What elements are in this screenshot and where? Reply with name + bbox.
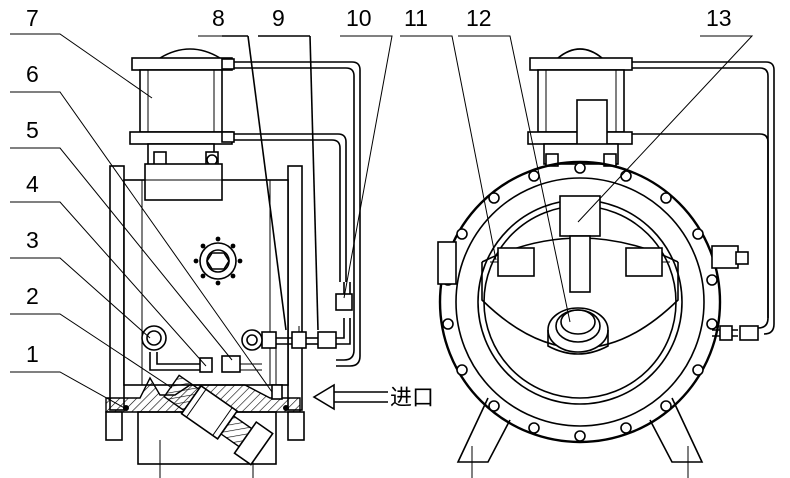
- inlet-arrow: [312, 383, 388, 411]
- front-legs: [456, 397, 704, 478]
- inlet-label: 进口: [390, 386, 434, 411]
- pilot-pipe-left: [141, 325, 277, 373]
- callout-numbers: 1 2 3 4 5 6 7 8 9 10 11 12 13: [26, 5, 732, 367]
- flange-bolts: [442, 162, 718, 442]
- front-side-fittings: [437, 241, 759, 341]
- callout-5: 5: [26, 117, 39, 143]
- side-view: 进口: [105, 35, 434, 478]
- front-view: [437, 48, 775, 478]
- front-actuator: [527, 48, 775, 335]
- pilot-valve-assembly: [163, 374, 274, 466]
- callout-10: 10: [346, 5, 372, 31]
- callout-13: 13: [706, 5, 732, 31]
- callout-9: 9: [272, 5, 285, 31]
- callout-12: 12: [466, 5, 492, 31]
- hex-plug: [193, 236, 243, 286]
- callout-7: 7: [26, 5, 39, 31]
- callout-4: 4: [26, 171, 39, 197]
- valve-body: [109, 163, 303, 411]
- actuator-cylinder: [129, 48, 235, 167]
- callout-6: 6: [26, 61, 39, 87]
- callout-8: 8: [212, 5, 225, 31]
- pilot-pipe-right: [271, 282, 353, 400]
- callout-3: 3: [26, 227, 39, 253]
- callout-2: 2: [26, 283, 39, 309]
- callout-1: 1: [26, 341, 39, 367]
- front-internals: [481, 195, 679, 355]
- leader-lines: [10, 33, 754, 411]
- callout-11: 11: [404, 5, 428, 31]
